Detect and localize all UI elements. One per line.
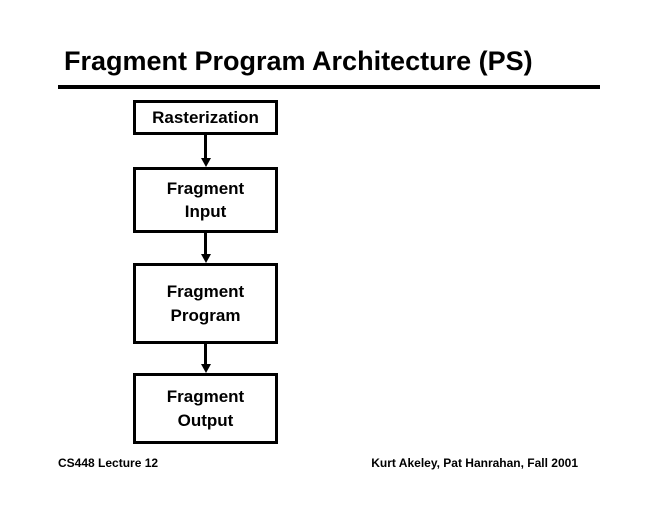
arrow-shaft [204, 135, 207, 158]
arrow-shaft [204, 344, 207, 364]
flowchart-box-fragment-input: Fragment Input [133, 167, 278, 233]
arrow-down-icon [200, 233, 211, 263]
arrow-head [200, 254, 211, 263]
arrow-head [200, 158, 211, 167]
flowchart-box-label: Fragment Output [166, 387, 245, 430]
arrow-shaft [204, 233, 207, 254]
footer-authors-label: Kurt Akeley, Pat Hanrahan, Fall 2001 [371, 456, 578, 470]
flowchart-box-fragment-program: Fragment Program [133, 263, 278, 344]
title-underline-rule [58, 85, 600, 89]
arrow-down-icon [200, 135, 211, 167]
flowchart-box-fragment-output: Fragment Output [133, 373, 278, 444]
arrow-head [200, 364, 211, 373]
arrow-down-icon [200, 344, 211, 373]
flowchart-box-label: Fragment Program [166, 282, 245, 325]
flowchart-box-label: Fragment Input [166, 178, 245, 221]
page-title: Fragment Program Architecture (PS) [64, 46, 533, 76]
flowchart-box-label: Rasterization [152, 107, 259, 127]
footer-course-label: CS448 Lecture 12 [58, 456, 159, 470]
flowchart-box-rasterization: Rasterization [133, 100, 278, 135]
